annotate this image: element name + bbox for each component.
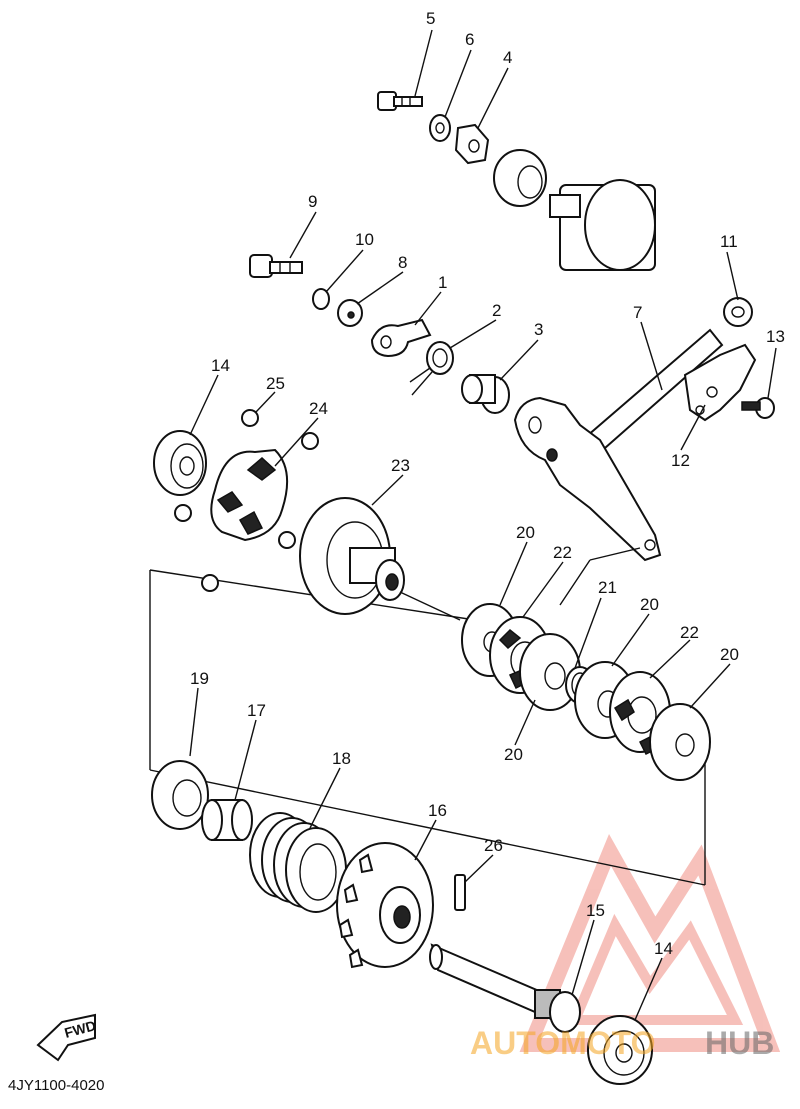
collar-17: [201, 799, 253, 841]
callout-9: 9: [308, 192, 317, 211]
bolt-5: [377, 91, 423, 111]
shift-shaft-7: [513, 328, 724, 562]
callout-4: 4: [503, 48, 512, 67]
stopper-lever-1: [370, 318, 432, 358]
callout-22-b: 22: [680, 623, 699, 642]
ratchet-16: [336, 842, 434, 969]
fwd-arrow-icon: FWD: [36, 1013, 98, 1062]
washer-6: [429, 114, 451, 142]
callout-7: 7: [633, 303, 642, 322]
callout-23: 23: [391, 456, 410, 475]
watermark-logo: [519, 833, 781, 1052]
nut-11: [723, 297, 753, 327]
callout-16: 16: [428, 801, 447, 820]
callout-13: 13: [766, 327, 785, 346]
leader-lines: [189, 29, 777, 1021]
callout-26: 26: [484, 836, 503, 855]
callout-17: 17: [247, 701, 266, 720]
pins-25: [174, 409, 319, 592]
callout-14: 14: [211, 356, 230, 375]
pin-26: [454, 874, 466, 911]
screw-13: [741, 397, 775, 419]
oil-seal-19: [151, 760, 209, 830]
shift-motor: [493, 149, 656, 271]
segment-24: [210, 448, 289, 542]
callouts: 5 6 4 9 10 8 1 2 3 11 7 13 12 14 25 24 2…: [190, 9, 785, 958]
bolt-9: [249, 254, 303, 278]
spring-18: [249, 812, 347, 913]
callout-10: 10: [355, 230, 374, 249]
callout-20-a: 20: [516, 523, 535, 542]
callout-2: 2: [492, 301, 501, 320]
watermark-text: AUTOMOTO HUB: [470, 1025, 774, 1061]
callout-12: 12: [671, 451, 690, 470]
callout-19: 19: [190, 669, 209, 688]
callout-25: 25: [266, 374, 285, 393]
bearing-14-bottom: [587, 1015, 653, 1085]
callout-20-c: 20: [640, 595, 659, 614]
callout-1: 1: [438, 273, 447, 292]
callout-24: 24: [309, 399, 328, 418]
watermark-word-right: HUB: [705, 1025, 774, 1061]
callout-20-b: 20: [504, 745, 523, 764]
callout-11: 11: [720, 232, 738, 251]
plate-20-d: [649, 703, 711, 781]
bearing-14-top: [153, 430, 207, 496]
watermark-word-left: AUTOMOTO: [470, 1025, 655, 1061]
callout-21: 21: [598, 578, 617, 597]
diagram-code: 4JY1100-4020: [8, 1077, 104, 1094]
collar-3: [461, 374, 510, 414]
callout-14-b: 14: [654, 939, 673, 958]
callout-8: 8: [398, 253, 407, 272]
washer-8: [337, 299, 363, 327]
callout-15: 15: [586, 901, 605, 920]
fwd-label: FWD: [63, 1017, 98, 1041]
callout-5: 5: [426, 9, 435, 28]
callout-18: 18: [332, 749, 351, 768]
callout-6: 6: [465, 30, 474, 49]
nut-4: [454, 123, 490, 165]
callout-3: 3: [534, 320, 543, 339]
shaft-15: [429, 943, 581, 1033]
circlip-10: [312, 288, 330, 310]
shift-drum-23: [299, 497, 405, 615]
spring-2: [409, 341, 454, 396]
callout-22-a: 22: [553, 543, 572, 562]
callout-20-d: 20: [720, 645, 739, 664]
